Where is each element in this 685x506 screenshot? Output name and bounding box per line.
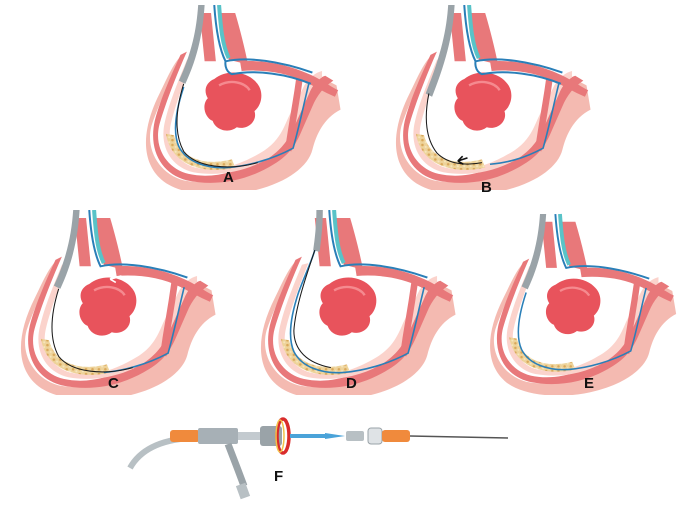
guidewire	[51, 288, 133, 373]
arrow-icon	[457, 155, 468, 165]
blue-taper	[325, 433, 345, 439]
stent-inner	[217, 5, 231, 59]
panel-e-drawing	[488, 213, 678, 395]
device-drawing	[127, 417, 509, 500]
panel-e: E	[480, 210, 680, 395]
sheath	[53, 210, 80, 289]
sheath	[521, 214, 547, 290]
connector-2	[367, 427, 383, 445]
panel-label-f: F	[274, 468, 284, 485]
stent-inner	[92, 210, 106, 264]
stent	[554, 213, 650, 280]
device-body	[198, 428, 238, 444]
panel-b-drawing	[394, 5, 592, 190]
stent-loop	[489, 82, 560, 166]
guidewire	[176, 83, 258, 168]
stent-loop	[517, 287, 647, 371]
stent	[463, 5, 563, 85]
panel-d: D	[250, 210, 460, 395]
guidewire	[425, 93, 483, 165]
sheath	[425, 5, 455, 97]
stent-loop	[289, 249, 425, 374]
stent-inner	[467, 5, 481, 59]
panel-a: A	[135, 5, 345, 190]
side-arm	[224, 442, 248, 488]
needle	[409, 435, 509, 439]
arrow-icon	[109, 273, 122, 284]
stent	[88, 210, 188, 279]
panel-d-drawing	[259, 210, 457, 395]
panel-label-e: E	[584, 375, 595, 392]
orange-connector	[170, 430, 200, 442]
panel-label-c: C	[108, 375, 119, 392]
panel-f: F	[120, 400, 520, 505]
stent	[213, 5, 313, 85]
panel-label-a: A	[223, 169, 234, 186]
stent-inner	[558, 213, 571, 266]
panel-label-b: B	[481, 179, 492, 196]
panel-c-drawing	[19, 210, 217, 395]
panel-b: B	[385, 5, 595, 196]
side-port	[235, 482, 251, 500]
orange-tip	[382, 430, 410, 442]
stent-inner	[332, 210, 346, 264]
guidewire	[293, 250, 331, 369]
panel-label-d: D	[346, 375, 357, 392]
connector-1	[346, 431, 364, 441]
panel-c: C	[10, 210, 220, 395]
panel-a-drawing	[144, 5, 342, 190]
yellow-ring	[275, 419, 285, 453]
stent-loop	[174, 82, 310, 169]
stent	[328, 210, 428, 279]
sheath	[313, 210, 323, 252]
red-ring	[275, 417, 291, 455]
sheath	[178, 5, 205, 84]
device-shaft	[238, 432, 268, 440]
